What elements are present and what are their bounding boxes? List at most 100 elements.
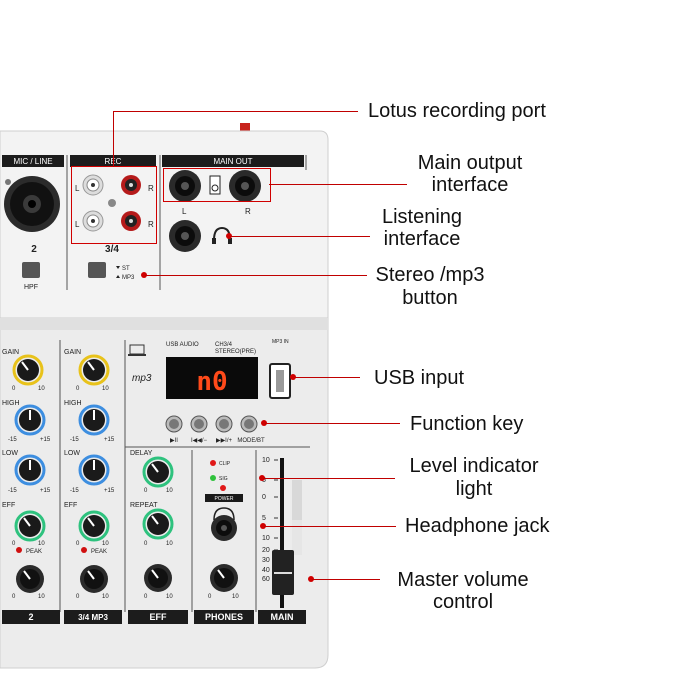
gain-label-2: GAIN: [64, 349, 81, 356]
mp3-logo: mp3: [132, 373, 152, 384]
rec-34-label: 3/4: [105, 244, 119, 255]
phones-volume-knob[interactable]: [210, 564, 238, 592]
callout-level-2: light: [455, 478, 493, 500]
mp3-label: MP3: [122, 275, 135, 281]
function-keys[interactable]: [165, 415, 258, 433]
master-dot: [308, 576, 314, 582]
main-out-header: [162, 155, 304, 167]
low-knob-2[interactable]: [78, 454, 110, 486]
volume-knob-2[interactable]: [80, 565, 108, 593]
master-volume-fader[interactable]: [272, 550, 294, 595]
scale-0-1: 0: [12, 386, 16, 392]
volume-knob-1[interactable]: [16, 565, 44, 593]
hpf-button[interactable]: [22, 262, 40, 278]
top-red-indicator: [240, 123, 250, 131]
main-out-highlight-box: [163, 168, 271, 202]
callout-level-1: Level indicator: [409, 455, 539, 477]
scale-0-vol2: 0: [76, 594, 80, 600]
scale-0-2: 0: [76, 386, 80, 392]
led-display-digits: n0: [196, 367, 227, 397]
rec-r-label: R: [148, 184, 154, 193]
headphone-jack-icon: [213, 507, 235, 521]
scale-0-vol1: 0: [12, 594, 16, 600]
eff-knob-1[interactable]: [14, 510, 46, 542]
usb-dot: [290, 374, 296, 380]
gain-knob-1[interactable]: [12, 354, 44, 386]
peak-led-1: [16, 547, 22, 553]
peak-label-1: PEAK: [26, 549, 42, 555]
scale-0-eff1: 0: [12, 541, 16, 547]
low-label-2: LOW: [64, 450, 80, 457]
peak-label-2: PEAK: [91, 549, 107, 555]
mic-line-header: [2, 155, 64, 167]
fader-scale-label: 0: [262, 494, 266, 501]
stereo-mp3-button[interactable]: [88, 262, 106, 278]
scale-0-delay: 0: [144, 488, 148, 494]
scale-10-effvol: 10: [166, 594, 173, 600]
fader-scale-label: 5: [262, 477, 266, 484]
usb-icon: [128, 344, 146, 356]
stereo-dot: [141, 272, 147, 278]
panel-step: [0, 318, 328, 330]
main-out-r-label: R: [245, 207, 251, 216]
scale-p15-1: +15: [40, 437, 51, 443]
delay-knob[interactable]: [142, 456, 174, 488]
rca-rec-jacks[interactable]: [82, 174, 141, 232]
low-knob-1[interactable]: [14, 454, 46, 486]
usb-audio-label: USB AUDIO: [166, 342, 199, 348]
fader-scale-label: 10: [262, 535, 270, 542]
main-out-jacks[interactable]: [169, 170, 261, 202]
callout-lotus: Lotus recording port: [368, 100, 546, 122]
bottom-label-eff: EFF: [150, 612, 168, 622]
function-dot: [261, 420, 267, 426]
scale-0-effvol: 0: [144, 594, 148, 600]
callout-stereo-2: button: [402, 287, 458, 309]
high-knob-1[interactable]: [14, 404, 46, 436]
fader-track: [280, 458, 284, 608]
svg-text:▶▶I/+: ▶▶I/+: [216, 438, 233, 444]
led-display: [166, 357, 258, 399]
scale-m15-1: -15: [8, 437, 17, 443]
scale-10-2: 10: [102, 386, 109, 392]
scale-m15-4: -15: [70, 488, 79, 494]
main-out-label: MAIN OUT: [213, 157, 252, 166]
stereo-lead: [145, 275, 367, 276]
scale-10-vol1: 10: [38, 594, 45, 600]
high-label-1: HIGH: [2, 400, 20, 407]
repeat-knob[interactable]: [142, 508, 174, 540]
rec-l-label: L: [75, 184, 80, 193]
fader-scale-label: 10: [262, 457, 270, 464]
scale-p15-3: +15: [40, 488, 51, 494]
function-lead: [265, 423, 400, 424]
scale-10-repeat: 10: [166, 541, 173, 547]
xlr-combo-jack[interactable]: [4, 176, 60, 232]
fader-scale-label: 5: [262, 515, 266, 522]
level-indicator-leds: [210, 460, 226, 491]
callout-master-2: control: [432, 591, 494, 613]
eff-label-2: EFF: [64, 502, 77, 509]
delay-label: DELAY: [130, 450, 153, 457]
fader-scale-label: 40: [262, 567, 270, 574]
eff-volume-knob[interactable]: [144, 564, 172, 592]
bottom-label-phones: PHONES: [205, 612, 243, 622]
high-knob-2[interactable]: [78, 404, 110, 436]
st-label: ST: [122, 266, 130, 272]
bottom-label-main: MAIN: [271, 612, 294, 622]
stereo-pre-label: STEREO(PRE): [215, 349, 256, 355]
eff-knob-2[interactable]: [78, 510, 110, 542]
clip-label: CLIP: [219, 461, 231, 467]
repeat-label: REPEAT: [130, 502, 158, 509]
gain-knob-2[interactable]: [78, 354, 110, 386]
hpf-label: HPF: [24, 284, 38, 291]
callout-usb: USB input: [374, 367, 465, 389]
headphone-jack[interactable]: [211, 515, 237, 541]
power-badge: [205, 494, 243, 502]
listening-jack[interactable]: [169, 220, 201, 252]
lotus-lead-v: [113, 111, 114, 167]
scale-p15-4: +15: [104, 488, 115, 494]
scale-m15-3: -15: [8, 488, 17, 494]
scale-10-1: 10: [38, 386, 45, 392]
high-label-2: HIGH: [64, 400, 82, 407]
ch34-small-label: CH3/4: [215, 342, 233, 348]
